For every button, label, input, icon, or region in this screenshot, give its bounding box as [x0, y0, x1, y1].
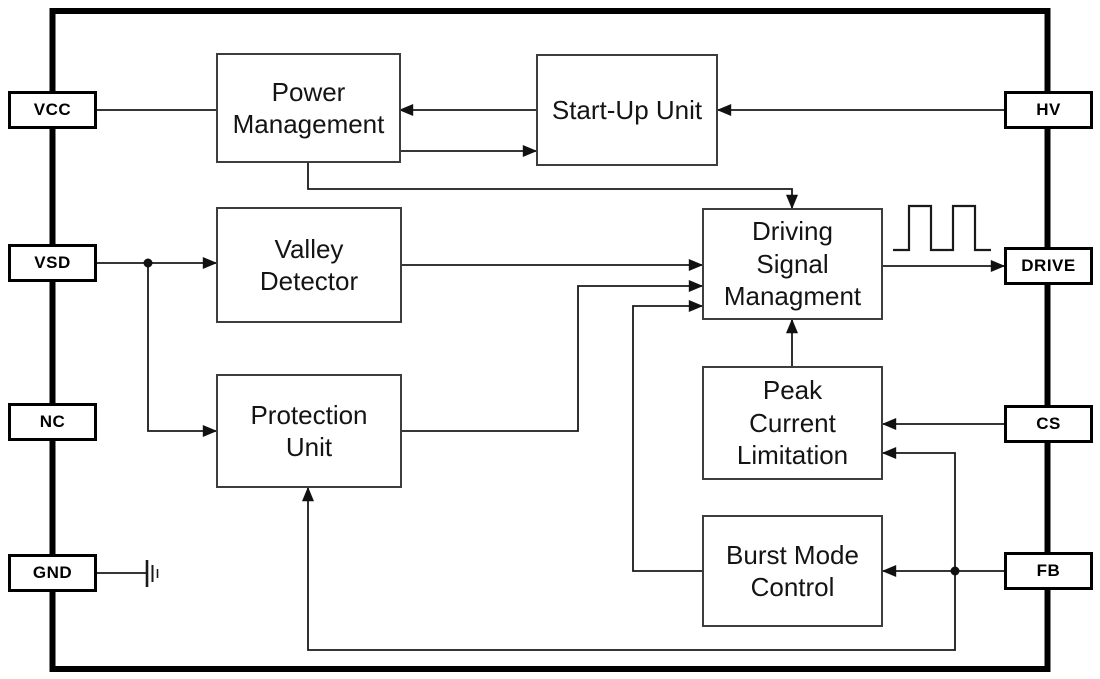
pin-hv: HV [1004, 91, 1093, 129]
pin-vsd-label: VSD [34, 253, 71, 272]
pin-drive: DRIVE [1004, 247, 1093, 285]
block-driving-signal-management-label: Driving Signal Managment [723, 216, 862, 312]
block-peak-current-limitation-label: Peak Current Limitation [736, 375, 849, 471]
junction-dot-vsd [143, 258, 153, 268]
ic-outline-frame [49, 8, 1051, 672]
pin-fb: FB [1004, 552, 1093, 590]
wire-fb-to-protection-unit [302, 486, 956, 651]
pin-gnd: GND [8, 554, 97, 592]
pin-gnd-label: GND [32, 563, 73, 582]
ground-icon [145, 560, 159, 587]
block-protection-unit-label: Protection Unit [250, 399, 368, 463]
pin-vcc-label: VCC [33, 100, 72, 119]
pin-cs: CS [1004, 405, 1093, 443]
pin-cs-label: CS [1036, 414, 1061, 433]
block-startup-unit-label: Start-Up Unit [551, 94, 703, 125]
pin-vcc: VCC [8, 91, 97, 129]
pin-hv-label: HV [1036, 100, 1061, 119]
block-startup-unit: Start-Up Unit [536, 54, 718, 166]
pin-vsd: VSD [8, 244, 97, 282]
wire-fb-to-peak-current [881, 447, 956, 571]
block-burst-mode-control-label: Burst Mode Control [726, 539, 859, 603]
block-valley-detector: Valley Detector [216, 207, 402, 323]
block-peak-current-limitation: Peak Current Limitation [702, 366, 883, 480]
block-power-management-label: Power Management [232, 76, 385, 140]
block-power-management: Power Management [216, 53, 401, 163]
wire-power-management-to-driving-signal [307, 163, 798, 210]
block-driving-signal-management: Driving Signal Managment [702, 208, 883, 320]
block-valley-detector-label: Valley Detector [259, 233, 359, 297]
wire-burst-mode-to-driving-signal [632, 300, 704, 572]
wire-protection-unit-to-driving-signal [402, 280, 704, 432]
pin-fb-label: FB [1036, 561, 1061, 580]
pin-nc: NC [8, 403, 97, 441]
pin-drive-label: DRIVE [1021, 256, 1076, 275]
junction-dot-fb [950, 566, 960, 576]
block-burst-mode-control: Burst Mode Control [702, 515, 883, 627]
pulse-waveform-icon [893, 204, 991, 252]
pin-nc-label: NC [39, 412, 66, 431]
wire-vsd-to-protection-unit [147, 263, 218, 437]
block-protection-unit: Protection Unit [216, 374, 402, 488]
